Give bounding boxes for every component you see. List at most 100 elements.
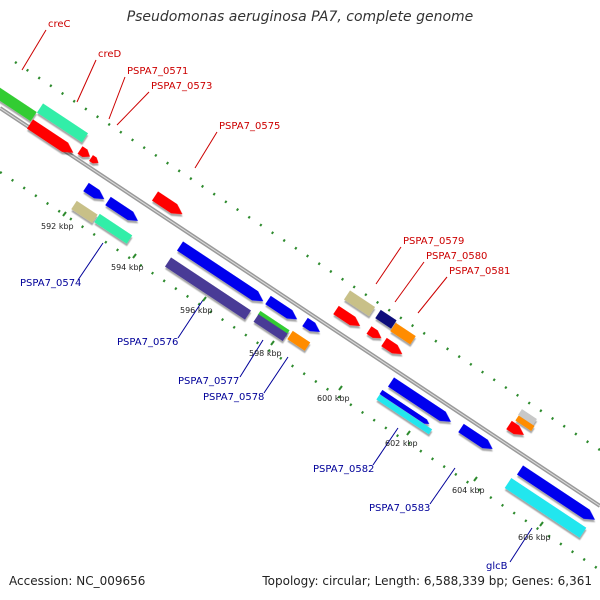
gene-PSPA7_0577-green[interactable] <box>257 310 290 335</box>
gene-PSPA7_0583-cyan[interactable] <box>376 394 433 435</box>
topology-summary: Topology: circular; Length: 6,588,339 bp… <box>262 574 592 588</box>
gene-blue-0582a-group <box>387 377 454 426</box>
gene-blue-0585[interactable] <box>516 465 598 524</box>
label-leaders <box>21 29 533 563</box>
gene-label-PSPA7_0574[interactable]: PSPA7_0574 <box>20 278 81 289</box>
gene-creD-group <box>36 103 89 143</box>
gene-khaki-0579[interactable] <box>343 290 376 317</box>
gene-PSPA7_0574[interactable] <box>94 213 133 244</box>
gene-PSPA7_0576-group <box>164 257 252 320</box>
gene-red-0581b[interactable] <box>381 337 405 358</box>
leader-PSPA7_0581 <box>417 276 448 314</box>
tick-label-602: 602 kbp <box>385 439 418 448</box>
gene-orange-0584[interactable] <box>515 415 535 432</box>
gene-creD[interactable] <box>36 103 89 143</box>
tick-label-600: 600 kbp <box>317 394 350 403</box>
gene-label-PSPA7_0582[interactable]: PSPA7_0582 <box>313 464 374 475</box>
leader-PSPA7_0576 <box>177 299 204 339</box>
tick-label-604: 604 kbp <box>452 486 485 495</box>
gene-blue-0577b[interactable] <box>302 317 323 336</box>
gene-label-PSPA7_0583[interactable]: PSPA7_0583 <box>369 503 430 514</box>
leader-creC <box>21 29 47 71</box>
gene-orange-0584-group <box>515 415 535 432</box>
gene-label-PSPA7_0575[interactable]: PSPA7_0575 <box>219 121 280 132</box>
leader-PSPA7_0577 <box>239 339 264 378</box>
leader-PSPA7_0575 <box>194 131 218 169</box>
gene-label-PSPA7_0581[interactable]: PSPA7_0581 <box>449 266 510 277</box>
gene-khaki-0579-group <box>343 290 376 317</box>
gene-blue-0574b[interactable] <box>105 196 141 225</box>
gene-blue-0582a[interactable] <box>387 377 454 426</box>
gene-PSPA7_0582[interactable] <box>379 389 431 426</box>
tick-marks <box>62 211 544 527</box>
leader-PSPA7_0571 <box>108 76 126 120</box>
gene-blue-0585-group <box>516 465 598 524</box>
gene-label-creD[interactable]: creD <box>98 49 122 60</box>
gene-PSPA7_0583-cyan-group <box>376 394 433 435</box>
leader-creD <box>76 59 97 103</box>
gene-blue-0576a-group <box>176 241 266 305</box>
gene-label-PSPA7_0579[interactable]: PSPA7_0579 <box>403 236 464 247</box>
gene-khaki-0573-group <box>71 200 98 223</box>
tick-mark-4 <box>338 385 343 391</box>
leader-PSPA7_0580 <box>394 261 425 303</box>
gene-PSPA7_0582-group <box>379 389 431 426</box>
gene-red-0579b[interactable] <box>366 326 384 342</box>
gene-PSPA7_0579[interactable] <box>333 305 363 330</box>
gene-PSPA7_0575-group <box>151 191 186 218</box>
gene-PSPA7_0574-group <box>94 213 133 244</box>
gene-PSPA7_0573-a[interactable] <box>77 146 93 160</box>
gene-blue-0576a[interactable] <box>176 241 266 305</box>
leader-glcB <box>509 527 533 563</box>
tick-label-598: 598 kbp <box>249 349 282 358</box>
gene-PSPA7_0577[interactable] <box>253 314 288 342</box>
gene-PSPA7_0580-group <box>375 309 397 329</box>
gene-PSPA7_0581[interactable] <box>390 322 416 345</box>
tick-mark-1 <box>132 253 137 259</box>
gene-PSPA7_0576[interactable] <box>164 257 252 320</box>
gene-label-PSPA7_0573[interactable]: PSPA7_0573 <box>151 81 212 92</box>
gene-label-PSPA7_0578[interactable]: PSPA7_0578 <box>203 392 264 403</box>
gene-PSPA7_0578-group <box>287 330 311 351</box>
gene-PSPA7_0573-a-group <box>77 146 93 160</box>
gene-creC-group <box>0 84 37 122</box>
gene-red-0584[interactable] <box>506 420 527 439</box>
gene-khaki-0573[interactable] <box>71 200 98 223</box>
gene-gray-0584-group <box>518 409 537 425</box>
leader-PSPA7_0573 <box>116 91 150 126</box>
gene-red-0579b-group <box>366 326 384 342</box>
gene-PSPA7_0577-green-group <box>257 310 290 335</box>
gene-label-creC[interactable]: creC <box>48 19 71 30</box>
gene-blue-0583[interactable] <box>458 423 495 453</box>
tick-mark-6 <box>473 476 478 482</box>
gene-blue-0577a[interactable] <box>265 295 300 324</box>
gene-gray-0584[interactable] <box>518 409 537 425</box>
gene-blue-0572-group <box>83 182 107 203</box>
gene-label-PSPA7_0576[interactable]: PSPA7_0576 <box>117 337 178 348</box>
leader-PSPA7_0578 <box>263 356 289 394</box>
gene-PSPA7_0577-group <box>253 314 288 342</box>
tick-mark-3 <box>270 340 275 346</box>
gene-label-PSPA7_0571[interactable]: PSPA7_0571 <box>127 66 188 77</box>
gc-dots-inner-track <box>0 170 600 572</box>
gene-PSPA7_0580[interactable] <box>375 309 397 329</box>
gene-PSPA7_0573-b[interactable] <box>89 155 100 166</box>
top-strand-labels: creC creD PSPA7_0571 PSPA7_0573 PSPA7_05… <box>48 19 510 277</box>
gene-PSPA7_0578[interactable] <box>287 330 311 351</box>
gene-label-glcB[interactable]: glcB <box>486 561 508 572</box>
gene-glcB[interactable] <box>504 478 587 538</box>
gene-glcB-group <box>504 478 587 538</box>
leader-PSPA7_0583 <box>429 467 456 505</box>
gene-label-PSPA7_0577[interactable]: PSPA7_0577 <box>178 376 239 387</box>
gene-PSPA7_0575[interactable] <box>151 191 186 218</box>
gene-blue-0572[interactable] <box>83 182 107 203</box>
bottom-strand-labels: PSPA7_0574 PSPA7_0576 PSPA7_0577 PSPA7_0… <box>20 278 508 572</box>
gene-blue-0577b-group <box>302 317 323 336</box>
gene-PSPA7_0571[interactable] <box>26 119 76 157</box>
tick-label-592: 592 kbp <box>41 222 74 231</box>
tick-label-606: 606 kbp <box>518 533 551 542</box>
map-title: Pseudomonas aeruginosa PA7, complete gen… <box>126 9 474 25</box>
gene-label-PSPA7_0580[interactable]: PSPA7_0580 <box>426 251 487 262</box>
gene-creC[interactable] <box>0 84 37 122</box>
